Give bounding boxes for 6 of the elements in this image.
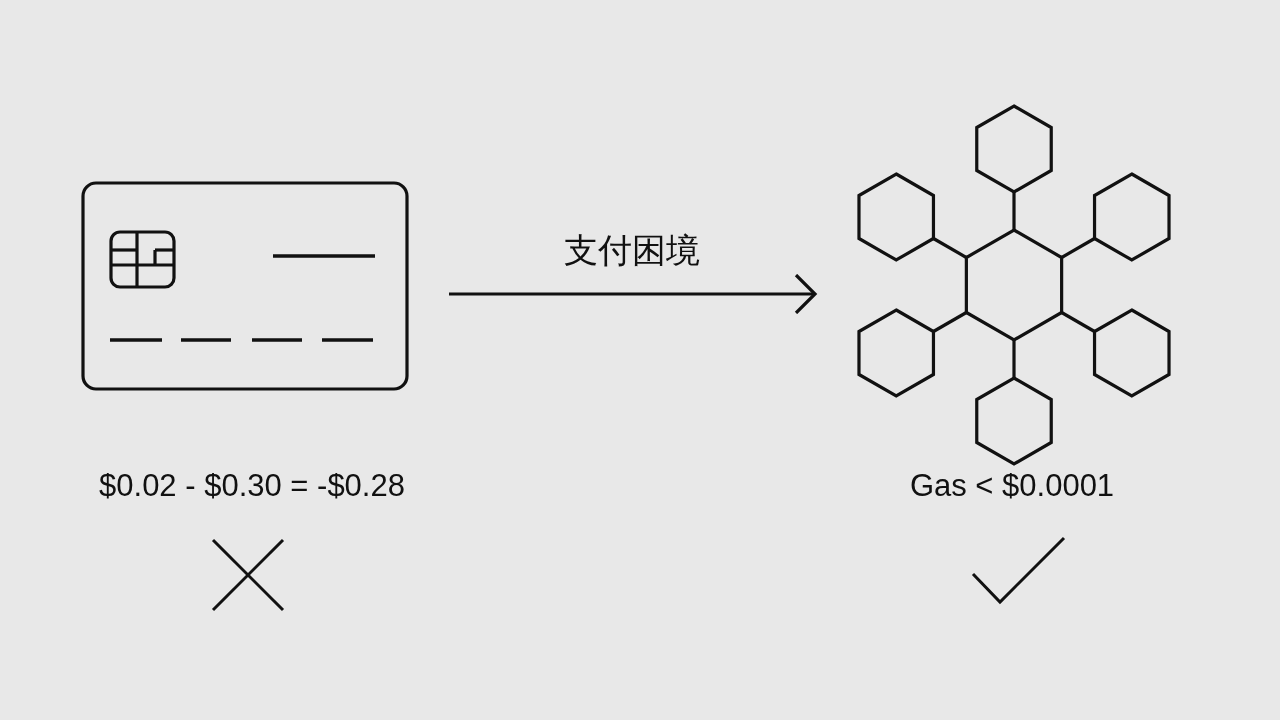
hexagon-network-drawing	[856, 104, 1172, 466]
fee-equation: $0.02 - $0.30 = -$0.28	[99, 467, 405, 505]
gas-fee-text: Gas < $0.0001	[909, 467, 1115, 505]
arrow	[449, 273, 817, 315]
credit-card-drawing	[81, 181, 409, 391]
edge-label: 支付困境	[564, 230, 700, 271]
